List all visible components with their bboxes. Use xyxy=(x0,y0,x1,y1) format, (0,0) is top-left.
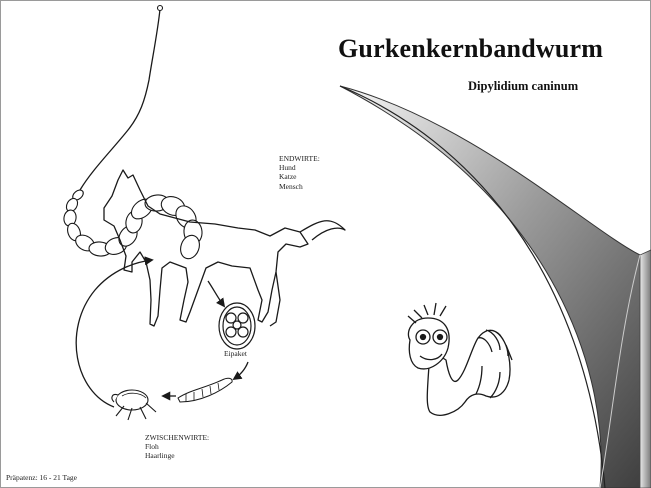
definitive-hosts-heading: ENDWIRTE: xyxy=(279,154,320,163)
slide-title: Gurkenkernbandwurm xyxy=(338,34,603,64)
definitive-host-item: Hund xyxy=(279,163,320,172)
dog-outline xyxy=(104,170,345,326)
flea xyxy=(112,390,156,420)
intermediate-hosts: ZWISCHENWIRTE: Floh Haarlinge xyxy=(145,433,209,461)
definitive-hosts: ENDWIRTE: Hund Katze Mensch xyxy=(279,154,320,191)
definitive-host-item: Mensch xyxy=(279,182,320,191)
egg-packet-label: Eipaket xyxy=(224,349,247,358)
egg-packet xyxy=(219,303,255,349)
intermediate-host-item: Floh xyxy=(145,442,209,451)
intermediate-hosts-heading: ZWISCHENWIRTE: xyxy=(145,433,209,442)
tapeworm-strobila xyxy=(63,6,203,262)
definitive-host-item: Katze xyxy=(279,172,320,181)
prepatency-note: Präpatenz: 16 - 21 Tage xyxy=(6,473,77,482)
page-curl-decoration xyxy=(340,86,651,488)
cartoon-worm xyxy=(408,303,512,415)
larva xyxy=(178,378,232,402)
slide-subtitle: Dipylidium caninum xyxy=(468,79,578,94)
intermediate-host-item: Haarlinge xyxy=(145,451,209,460)
